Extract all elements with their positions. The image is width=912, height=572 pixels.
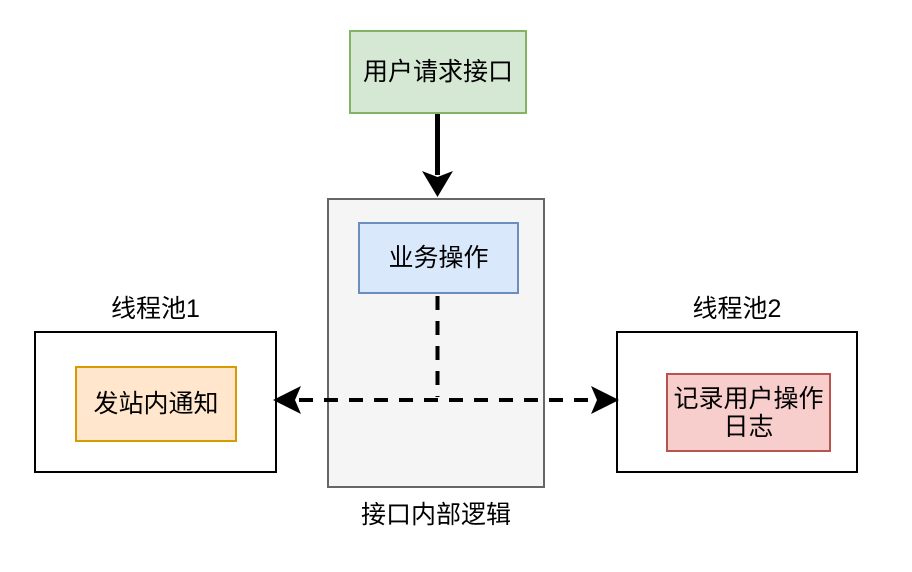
- label-interface-internal-logic: 接口内部逻辑: [360, 501, 511, 529]
- arrowhead-right: [591, 386, 619, 414]
- node-user-request: 用户请求接口: [349, 30, 527, 114]
- label-thread-pool-1: 线程池1: [111, 295, 200, 323]
- arrowhead-left: [273, 386, 301, 414]
- label-thread-pool-2: 线程池2: [692, 295, 782, 323]
- node-business-operation: 业务操作: [358, 222, 519, 294]
- node-send-site-notification: 发站内通知: [75, 366, 237, 442]
- node-record-user-operation-log: 记录用户操作 日志: [666, 373, 831, 452]
- edge-solid-arrow-user-request-to-logic: [422, 114, 453, 197]
